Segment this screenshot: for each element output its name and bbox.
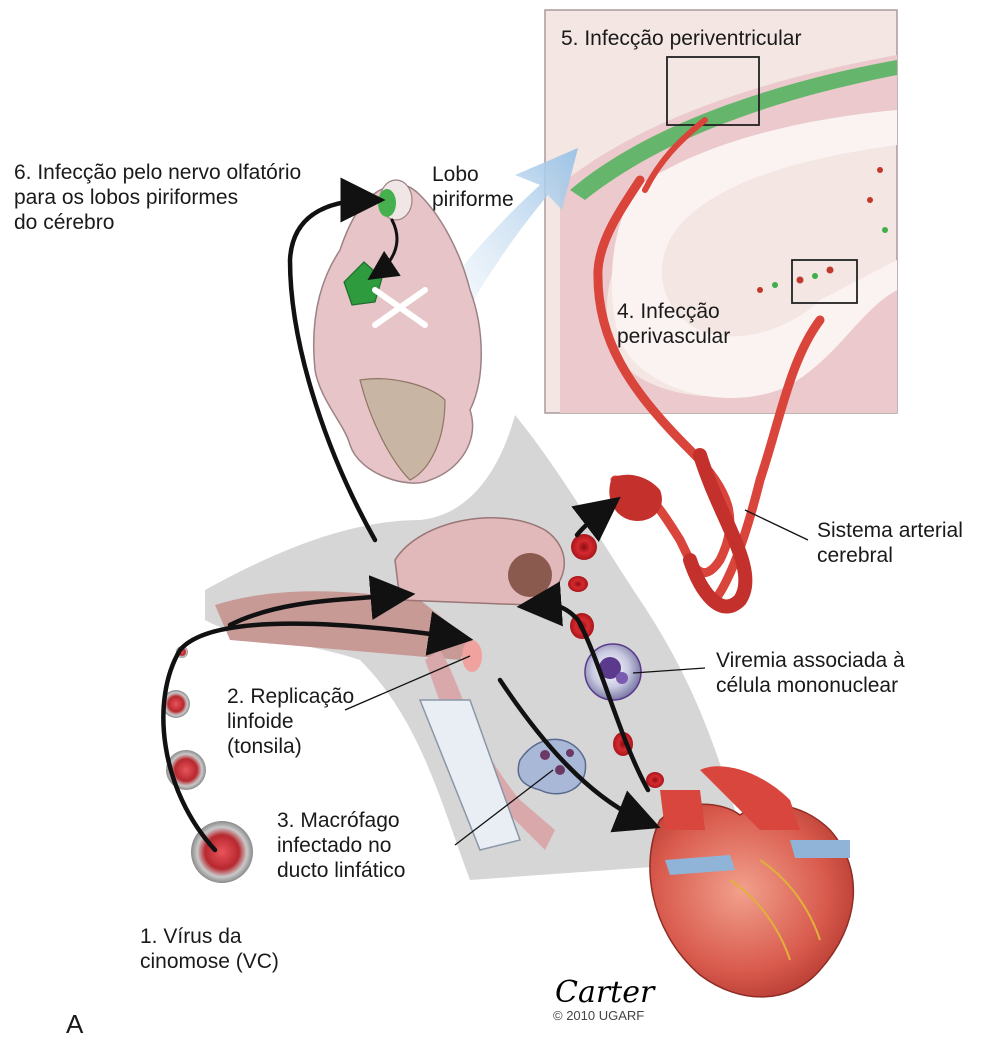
cerebellum [508,553,552,597]
label-step3: 3. Macrófago infectado no ducto linfátic… [277,808,405,883]
tonsil [462,640,482,672]
brain-ventral-view [314,180,482,483]
artery-opening [609,475,662,521]
label-piriform-lobe: Lobo piriforme [432,162,514,212]
leader-arterial [745,510,808,540]
label-viremia: Viremia associada à célula mononuclear [716,648,905,698]
panel-letter: A [66,1012,83,1037]
label-step5: 5. Infecção periventricular [561,26,801,51]
label-step1: 1. Vírus da cinomose (VC) [140,924,279,974]
label-step4: 4. Infecção perivascular [617,299,730,349]
label-step6: 6. Infecção pelo nervo olfatório para os… [14,160,301,235]
olfactory-bulb-infection [378,189,396,217]
label-step2: 2. Replicação linfoide (tonsila) [227,684,354,759]
label-arterial-system: Sistema arterial cerebral [817,518,963,568]
brain-section-panel [545,10,897,413]
copyright-notice: © 2010 UGARF [553,1003,644,1028]
virus-particles [162,646,253,883]
heart [650,766,853,997]
